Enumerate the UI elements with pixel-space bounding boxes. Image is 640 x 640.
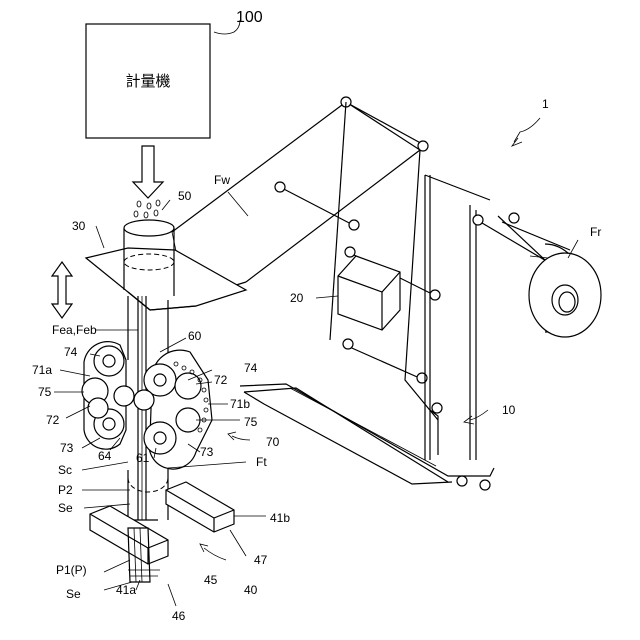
label-73-left: 73 (60, 441, 74, 455)
label-Se-lower: Se (66, 587, 81, 601)
label-60: 60 (188, 329, 202, 343)
label-Sc: Sc (58, 463, 72, 477)
label-72-right: 72 (214, 373, 228, 387)
label-Ft: Ft (256, 455, 267, 469)
label-P1P: P1(P) (56, 563, 87, 577)
label-61: 61 (136, 451, 150, 465)
left-belt-unit (82, 342, 134, 450)
label-74-right: 74 (244, 361, 258, 375)
label-Fr: Fr (590, 225, 601, 239)
label-71a: 71a (32, 363, 52, 377)
label-75-right: 75 (244, 415, 258, 429)
label-Se-upper: Se (58, 501, 73, 515)
label-10: 10 (502, 403, 516, 417)
label-74-left: 74 (64, 345, 78, 359)
label-1: 1 (542, 97, 549, 111)
label-41b: 41b (270, 511, 290, 525)
film-roll (498, 216, 601, 337)
label-100: 100 (236, 9, 263, 26)
film-feed-frame (275, 97, 570, 460)
label-41a: 41a (116, 583, 136, 597)
weigher-box: 計量機 (86, 24, 210, 138)
label-75-left: 75 (38, 385, 52, 399)
label-30: 30 (72, 219, 86, 233)
label-20: 20 (290, 291, 304, 305)
label-50: 50 (178, 189, 192, 203)
label-64: 64 (98, 449, 112, 463)
label-Fw: Fw (214, 173, 230, 187)
label-46: 46 (172, 609, 186, 623)
weigher-box-label: 計量機 (125, 72, 170, 90)
label-45: 45 (204, 573, 218, 587)
label-73-right: 73 (200, 445, 214, 459)
label-P2: P2 (58, 483, 73, 497)
component-20-box (338, 256, 400, 330)
product-drop-arrow (133, 146, 163, 198)
label-40: 40 (244, 583, 258, 597)
label-47: 47 (254, 553, 268, 567)
label-71b: 71b (230, 397, 250, 411)
label-FeaFeb: Fea,Feb (52, 323, 97, 337)
up-down-arrow (52, 262, 72, 318)
forming-collar (86, 248, 246, 310)
label-72-left: 72 (46, 413, 60, 427)
label-70: 70 (266, 435, 280, 449)
sealing-jaw-right (166, 482, 234, 532)
